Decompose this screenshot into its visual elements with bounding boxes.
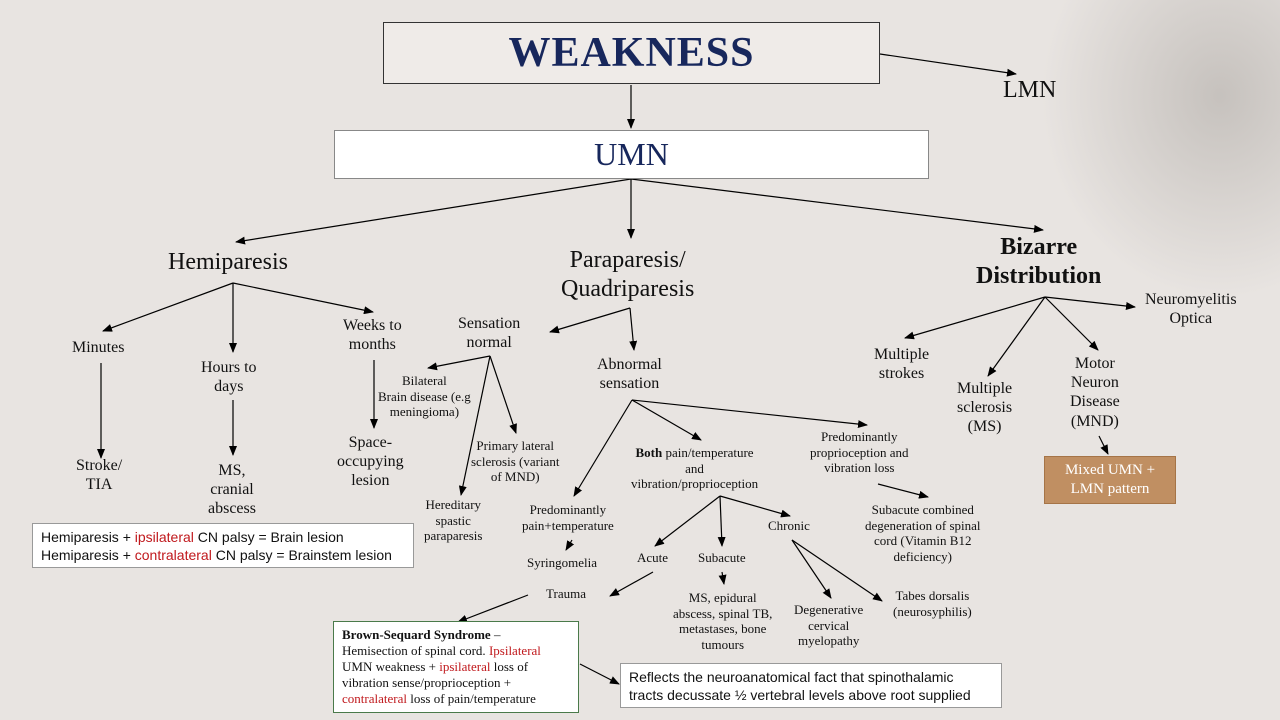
cn-palsy-line-2: Hemiparesis + contralateral CN palsy = B… bbox=[41, 547, 392, 564]
lmn-label: LMN bbox=[1003, 77, 1057, 103]
subacute-label: Subacute bbox=[698, 550, 746, 565]
trauma-label: Trauma bbox=[546, 586, 586, 601]
umn-box: UMN bbox=[334, 130, 929, 179]
umn-label: UMN bbox=[594, 136, 669, 172]
both-pain-vibration-label: Both pain/temperature and vibration/prop… bbox=[631, 445, 759, 492]
tabes-dorsalis-label: Tabes dorsalis(neurosyphilis) bbox=[893, 588, 972, 619]
stroke-tia-label: Stroke/TIA bbox=[76, 457, 123, 494]
acute-label: Acute bbox=[637, 550, 669, 565]
cn-palsy-line-1: Hemiparesis + ipsilateral CN palsy = Bra… bbox=[41, 529, 344, 545]
decussation-note: Reflects the neuroanatomical fact that s… bbox=[620, 663, 1002, 708]
hemiparesis-label: Hemiparesis bbox=[168, 249, 288, 275]
chronic-label: Chronic bbox=[768, 518, 810, 533]
minutes-label: Minutes bbox=[72, 339, 125, 356]
syringomelia-label: Syringomelia bbox=[527, 555, 598, 570]
weakness-title-box: WEAKNESS bbox=[383, 22, 880, 84]
cn-palsy-note: Hemiparesis + ipsilateral CN palsy = Bra… bbox=[32, 523, 414, 568]
weakness-title: WEAKNESS bbox=[508, 30, 755, 76]
brown-sequard-box: Brown-Sequard Syndrome – Hemisection of … bbox=[333, 621, 579, 713]
mixed-umn-lmn-box: Mixed UMN +LMN pattern bbox=[1044, 456, 1176, 504]
paraparesis-label: Paraparesis/Quadriparesis bbox=[561, 247, 695, 302]
